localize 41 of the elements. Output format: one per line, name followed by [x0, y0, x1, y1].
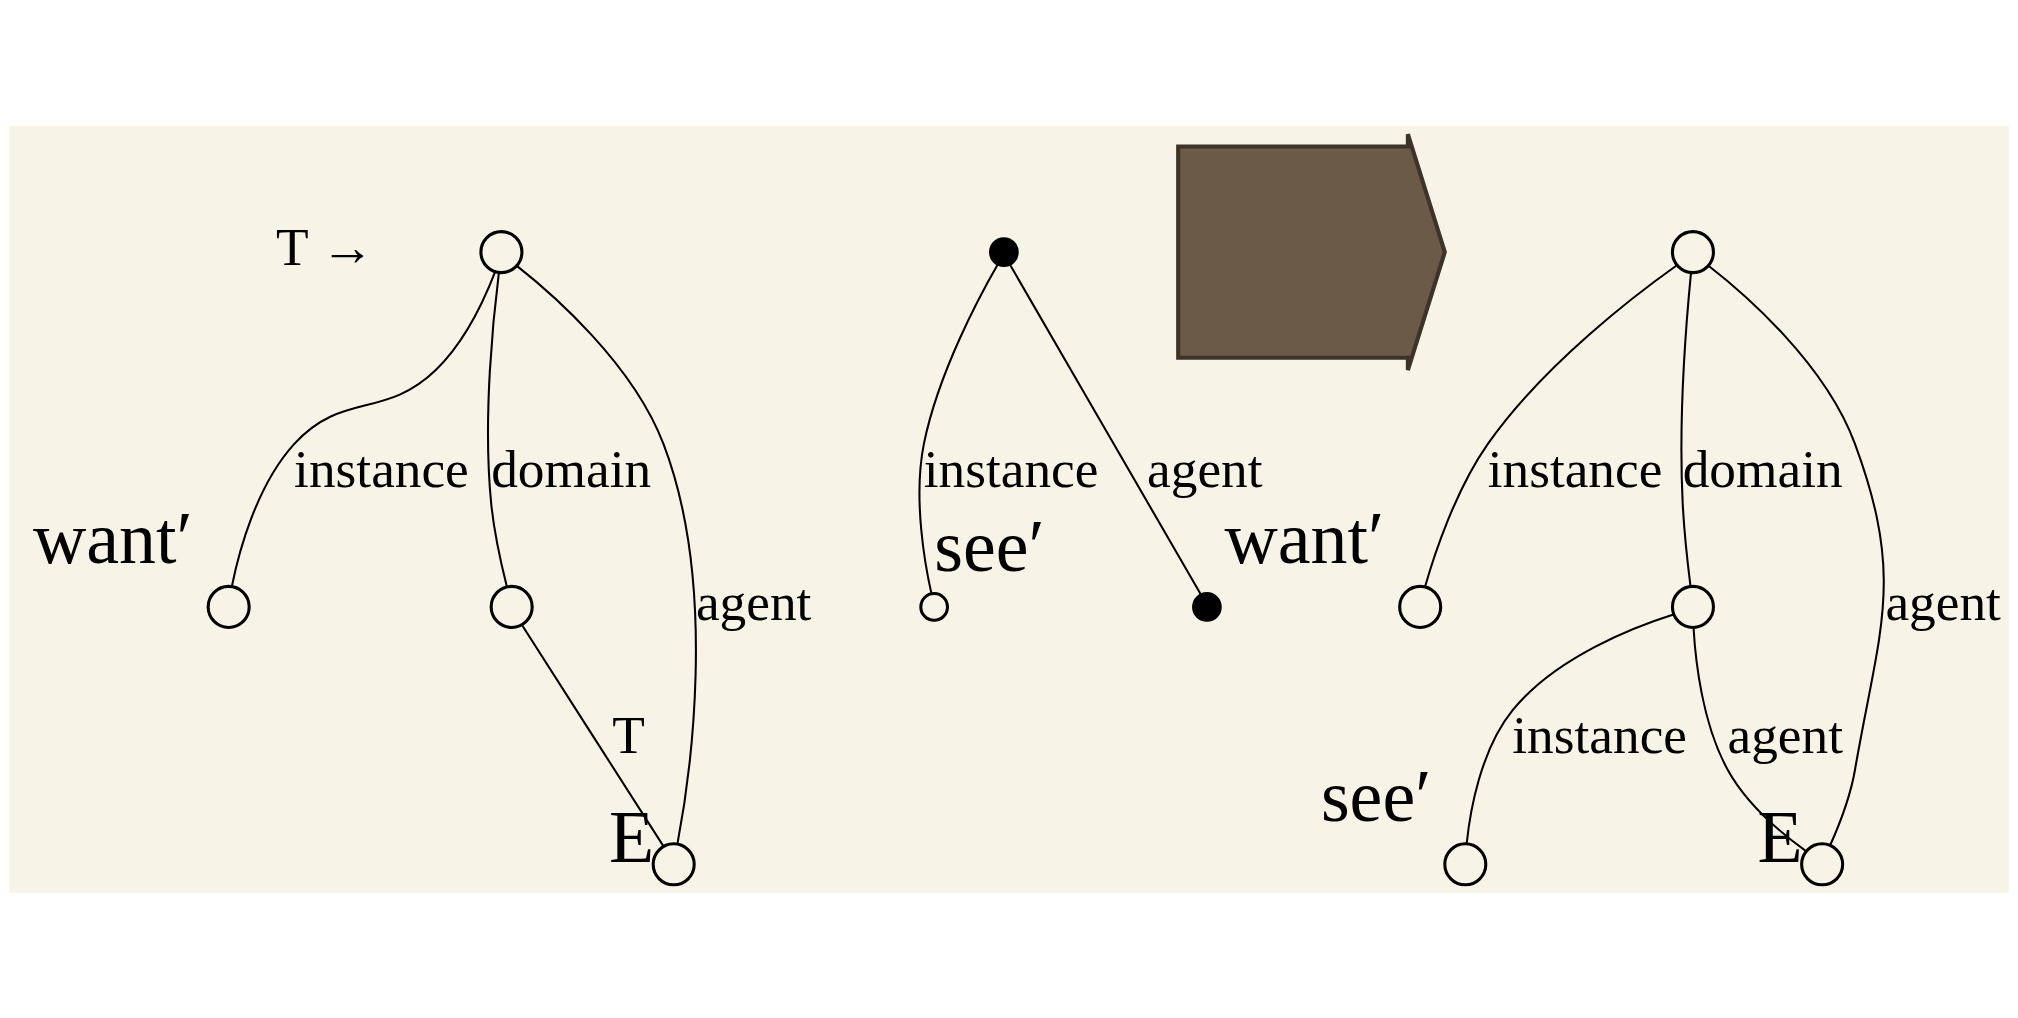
connector — [520, 623, 665, 847]
connector — [1465, 613, 1674, 843]
edge-label: agent — [1147, 438, 1263, 499]
edge-label: instance — [1512, 704, 1687, 765]
label: T → — [275, 216, 375, 277]
edge-label: agent — [1885, 571, 2001, 632]
connector — [1680, 272, 1692, 586]
node-label: E — [609, 795, 655, 878]
edge-label: instance — [923, 438, 1099, 499]
edge-label: instance — [1487, 438, 1663, 499]
node-arrow — [1176, 131, 1447, 372]
connector — [1424, 263, 1678, 587]
node-circle — [651, 841, 696, 886]
connector — [230, 271, 497, 586]
node-circle — [479, 229, 524, 274]
connector — [487, 272, 508, 587]
connector — [1707, 264, 1885, 845]
edge-label: instance — [294, 438, 469, 499]
node-label: see′ — [934, 504, 1045, 587]
node-circle — [1443, 841, 1488, 886]
node-circle — [206, 584, 251, 629]
edge-label: domain — [491, 438, 652, 499]
node-circle — [1398, 584, 1443, 629]
edge-label: domain — [1682, 438, 1843, 499]
edge-label: agent — [1727, 704, 1843, 765]
node-label: want′ — [1224, 496, 1385, 579]
edge-label: agent — [695, 571, 812, 632]
node-label: want′ — [32, 496, 193, 579]
connector — [1692, 627, 1807, 852]
node-circle — [1800, 841, 1845, 886]
edge-label: T — [612, 704, 645, 765]
node-circle — [489, 584, 534, 629]
node-circle — [1670, 229, 1715, 274]
node-label: see′ — [1320, 754, 1432, 837]
connector — [1008, 263, 1202, 595]
node-circle — [919, 591, 949, 622]
node-circle — [989, 236, 1019, 267]
node-circle — [1670, 584, 1715, 629]
connector — [516, 264, 697, 844]
node-circle — [1192, 591, 1222, 622]
connector — [918, 263, 999, 594]
